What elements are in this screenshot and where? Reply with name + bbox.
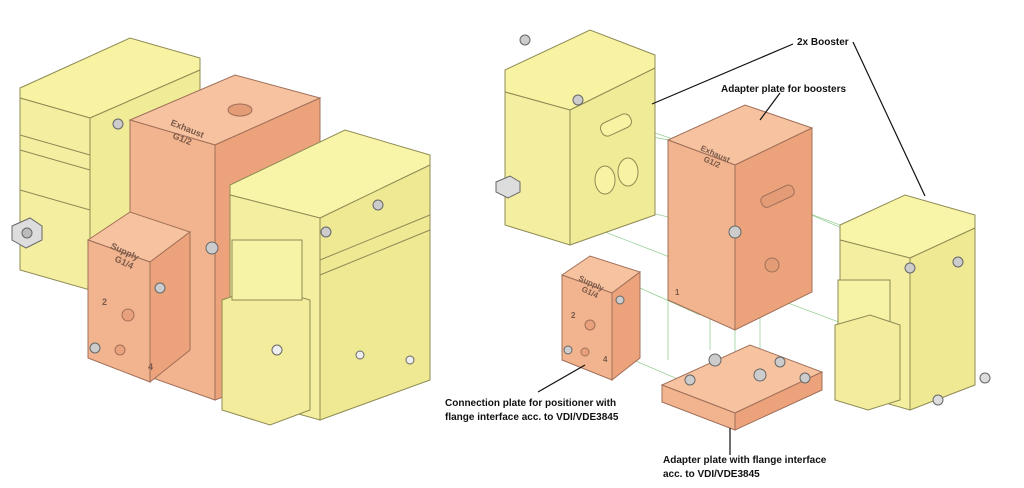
assembled-connection-plate: Supply G1/4 2 4 bbox=[86, 211, 219, 384]
exploded-port-4-label: 4 bbox=[603, 355, 608, 364]
flange-plate-callout-line2: acc. to VDI/VDE3845 bbox=[663, 469, 760, 480]
exploded-flange-plate bbox=[660, 344, 824, 431]
assembled-unit: Exhaust G1/2 bbox=[11, 37, 431, 426]
exploded-port-1-label: 1 bbox=[675, 288, 680, 297]
assembled-booster-front bbox=[221, 129, 431, 426]
exploded-adapter-block: Exhaust G1/2 1 bbox=[666, 104, 814, 331]
booster-callout: 2x Booster bbox=[797, 37, 849, 48]
exploded-booster-right bbox=[834, 194, 991, 411]
exploded-connection-plate: Supply G1/4 2 4 bbox=[560, 255, 642, 382]
connection-plate-callout-line1: Connection plate for positioner with bbox=[445, 398, 617, 409]
exploded-booster-left bbox=[495, 29, 656, 246]
port-4-label: 4 bbox=[148, 362, 153, 372]
leader-lines bbox=[537, 41, 926, 455]
adapter-boosters-callout: Adapter plate for boosters bbox=[721, 84, 847, 95]
flange-plate-callout-line1: Adapter plate with flange interface bbox=[663, 455, 827, 466]
exploded-port-2-label: 2 bbox=[571, 311, 576, 320]
port-2-label: 2 bbox=[102, 297, 107, 307]
assembled-side-fitting bbox=[11, 217, 43, 249]
connection-plate-callout-line2: flange interface acc. to VDI/VDE3845 bbox=[445, 412, 619, 423]
